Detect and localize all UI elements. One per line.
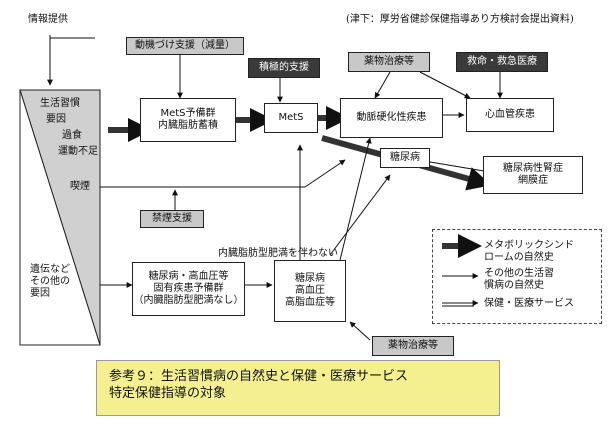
node-arterio: 動脈硬化性疾患 <box>340 98 443 138</box>
service-arrow-drug-cardio <box>419 71 471 99</box>
tag-motivation: 動機づけ支援（減量） <box>126 37 244 55</box>
tag-rescue: 救命・救急医療 <box>456 52 548 72</box>
legend-other-1: その他の生活習 <box>484 268 554 279</box>
factor-3: 過食 <box>62 130 82 141</box>
arrow-diabetes-to-comp <box>429 161 491 175</box>
node-cardio: 心血管疾患 <box>466 98 554 132</box>
dm-comp-line2: 網膜症 <box>518 175 548 186</box>
arrow-smoking-to-arterio <box>304 159 346 188</box>
arrow-disease-to-diabetes <box>329 174 391 256</box>
mets-pre-line2: 内臓脂肪蓄積 <box>158 120 218 131</box>
tag-no-smoking: 禁煙支援 <box>140 210 204 228</box>
info-label: 情報提供 <box>28 14 68 25</box>
node-lifestyle-dis: 糖尿病 高血圧 高脂血症等 <box>274 260 346 322</box>
lifestyle-pre-line2: 固有疾患予備群 <box>153 283 224 294</box>
dm-comp-line1: 糖尿病性腎症 <box>503 163 563 174</box>
node-dm-comp: 糖尿病性腎症 網膜症 <box>483 156 583 194</box>
legend-service: 保健・医療サービス <box>484 298 574 309</box>
tag-active: 積極的支援 <box>248 58 320 78</box>
arrow-disease-to-arterio <box>339 137 372 261</box>
lifestyle-dis-line1: 糖尿病 <box>295 273 325 284</box>
factor-1: 生活習慣 <box>40 98 80 109</box>
service-arrow-drug-bottom <box>349 321 371 341</box>
legend-metabolic-2: ロームの自然史 <box>484 252 554 263</box>
genetic-1: 遺伝など <box>30 264 70 275</box>
no-obesity-label: 内臓脂肪型肥満を伴わない <box>218 248 338 259</box>
genetic-2: その他の <box>30 276 70 287</box>
service-arrow-drug-arterio <box>374 71 391 99</box>
legend <box>432 229 602 324</box>
lifestyle-pre-line3: （内臓脂肪型肥満なし） <box>133 295 244 306</box>
node-mets: MetS <box>264 103 318 133</box>
lifestyle-pre-line1: 糖尿病・高血圧等 <box>148 271 229 282</box>
lifestyle-dis-line2: 高血圧 <box>295 285 325 296</box>
node-mets-pre: MetS予備群 内臓脂肪蓄積 <box>140 98 236 142</box>
legend-metabolic-1: メタボリックシンド <box>484 240 574 251</box>
lifestyle-dis-line3: 高脂血症等 <box>285 297 335 308</box>
mets-pre-line1: MetS予備群 <box>160 108 216 119</box>
caption-box: 参考９：生活習慣病の自然史と保健・医療サービス 特定保健指導の対象 <box>96 360 500 416</box>
tag-drug-top: 薬物治療等 <box>348 52 430 72</box>
factor-4: 運動不足 <box>58 146 98 157</box>
node-lifestyle-pre: 糖尿病・高血圧等 固有疾患予備群 （内臓脂肪型肥満なし） <box>132 262 245 316</box>
factor-2: 要因 <box>46 114 66 125</box>
legend-other-2: 慣病の自然史 <box>484 280 544 291</box>
caption-line2: 特定保健指導の対象 <box>109 386 227 401</box>
source-note: (津下：厚労省健診保健指導あり方検討会提出資料) <box>346 14 574 25</box>
caption-line1: 参考９：生活習慣病の自然史と保健・医療サービス <box>109 369 409 384</box>
smoking-label: 喫煙 <box>70 181 90 192</box>
node-diabetes: 糖尿病 <box>380 148 430 168</box>
genetic-factor-wedge <box>19 89 101 346</box>
genetic-3: 要因 <box>30 288 50 299</box>
tag-drug-bottom: 薬物治療等 <box>372 336 454 356</box>
